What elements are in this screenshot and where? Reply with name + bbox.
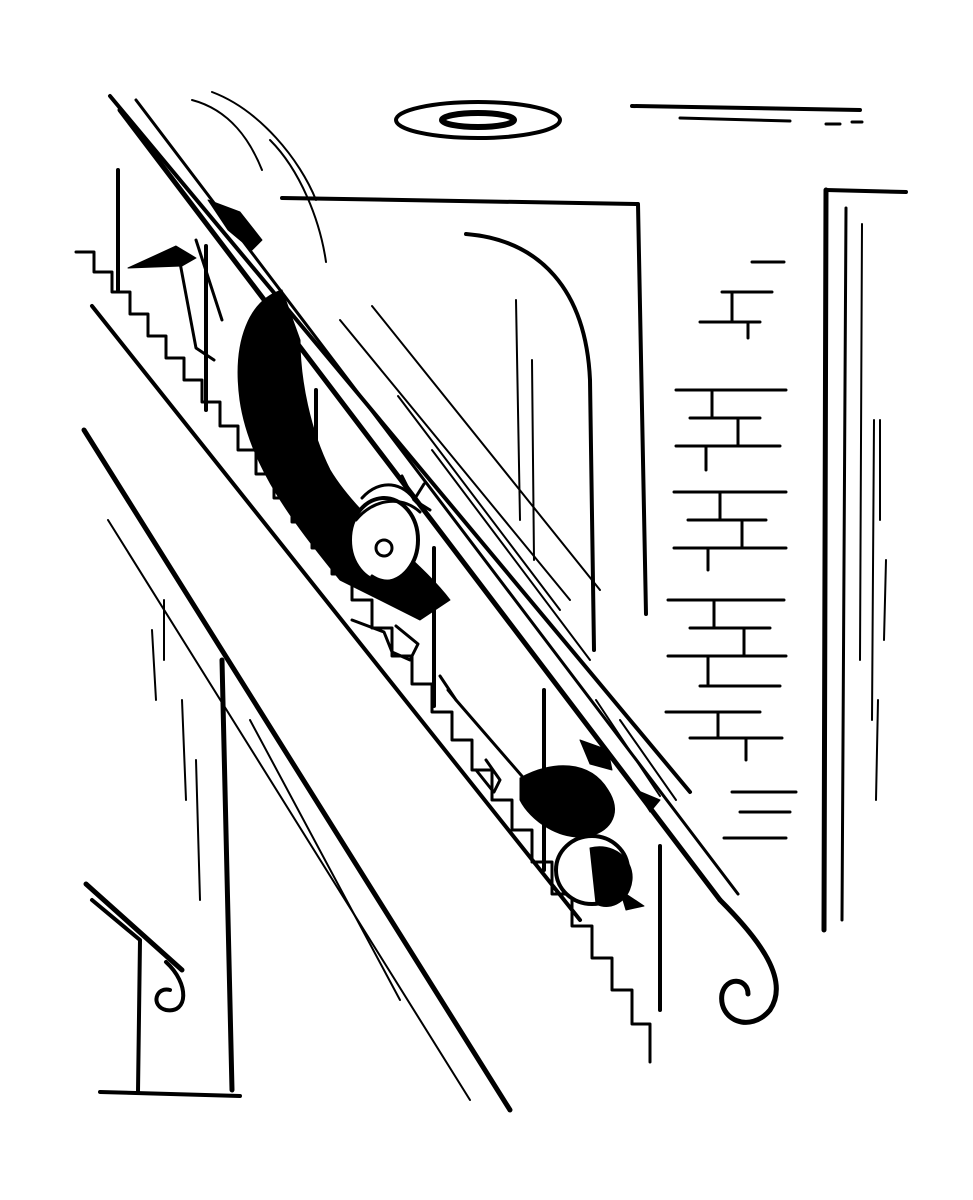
dog bbox=[474, 739, 661, 911]
doorway bbox=[280, 196, 648, 652]
staircase bbox=[74, 94, 692, 1113]
falling-man bbox=[127, 199, 562, 822]
lower-banister bbox=[83, 657, 401, 1098]
door-frame bbox=[821, 187, 908, 933]
brick-wall bbox=[664, 260, 798, 840]
handrail bbox=[116, 98, 779, 1025]
ceiling-light bbox=[394, 100, 562, 140]
motion-lines bbox=[191, 91, 677, 801]
wall-shading bbox=[151, 419, 887, 901]
ceiling-edge bbox=[630, 104, 864, 126]
